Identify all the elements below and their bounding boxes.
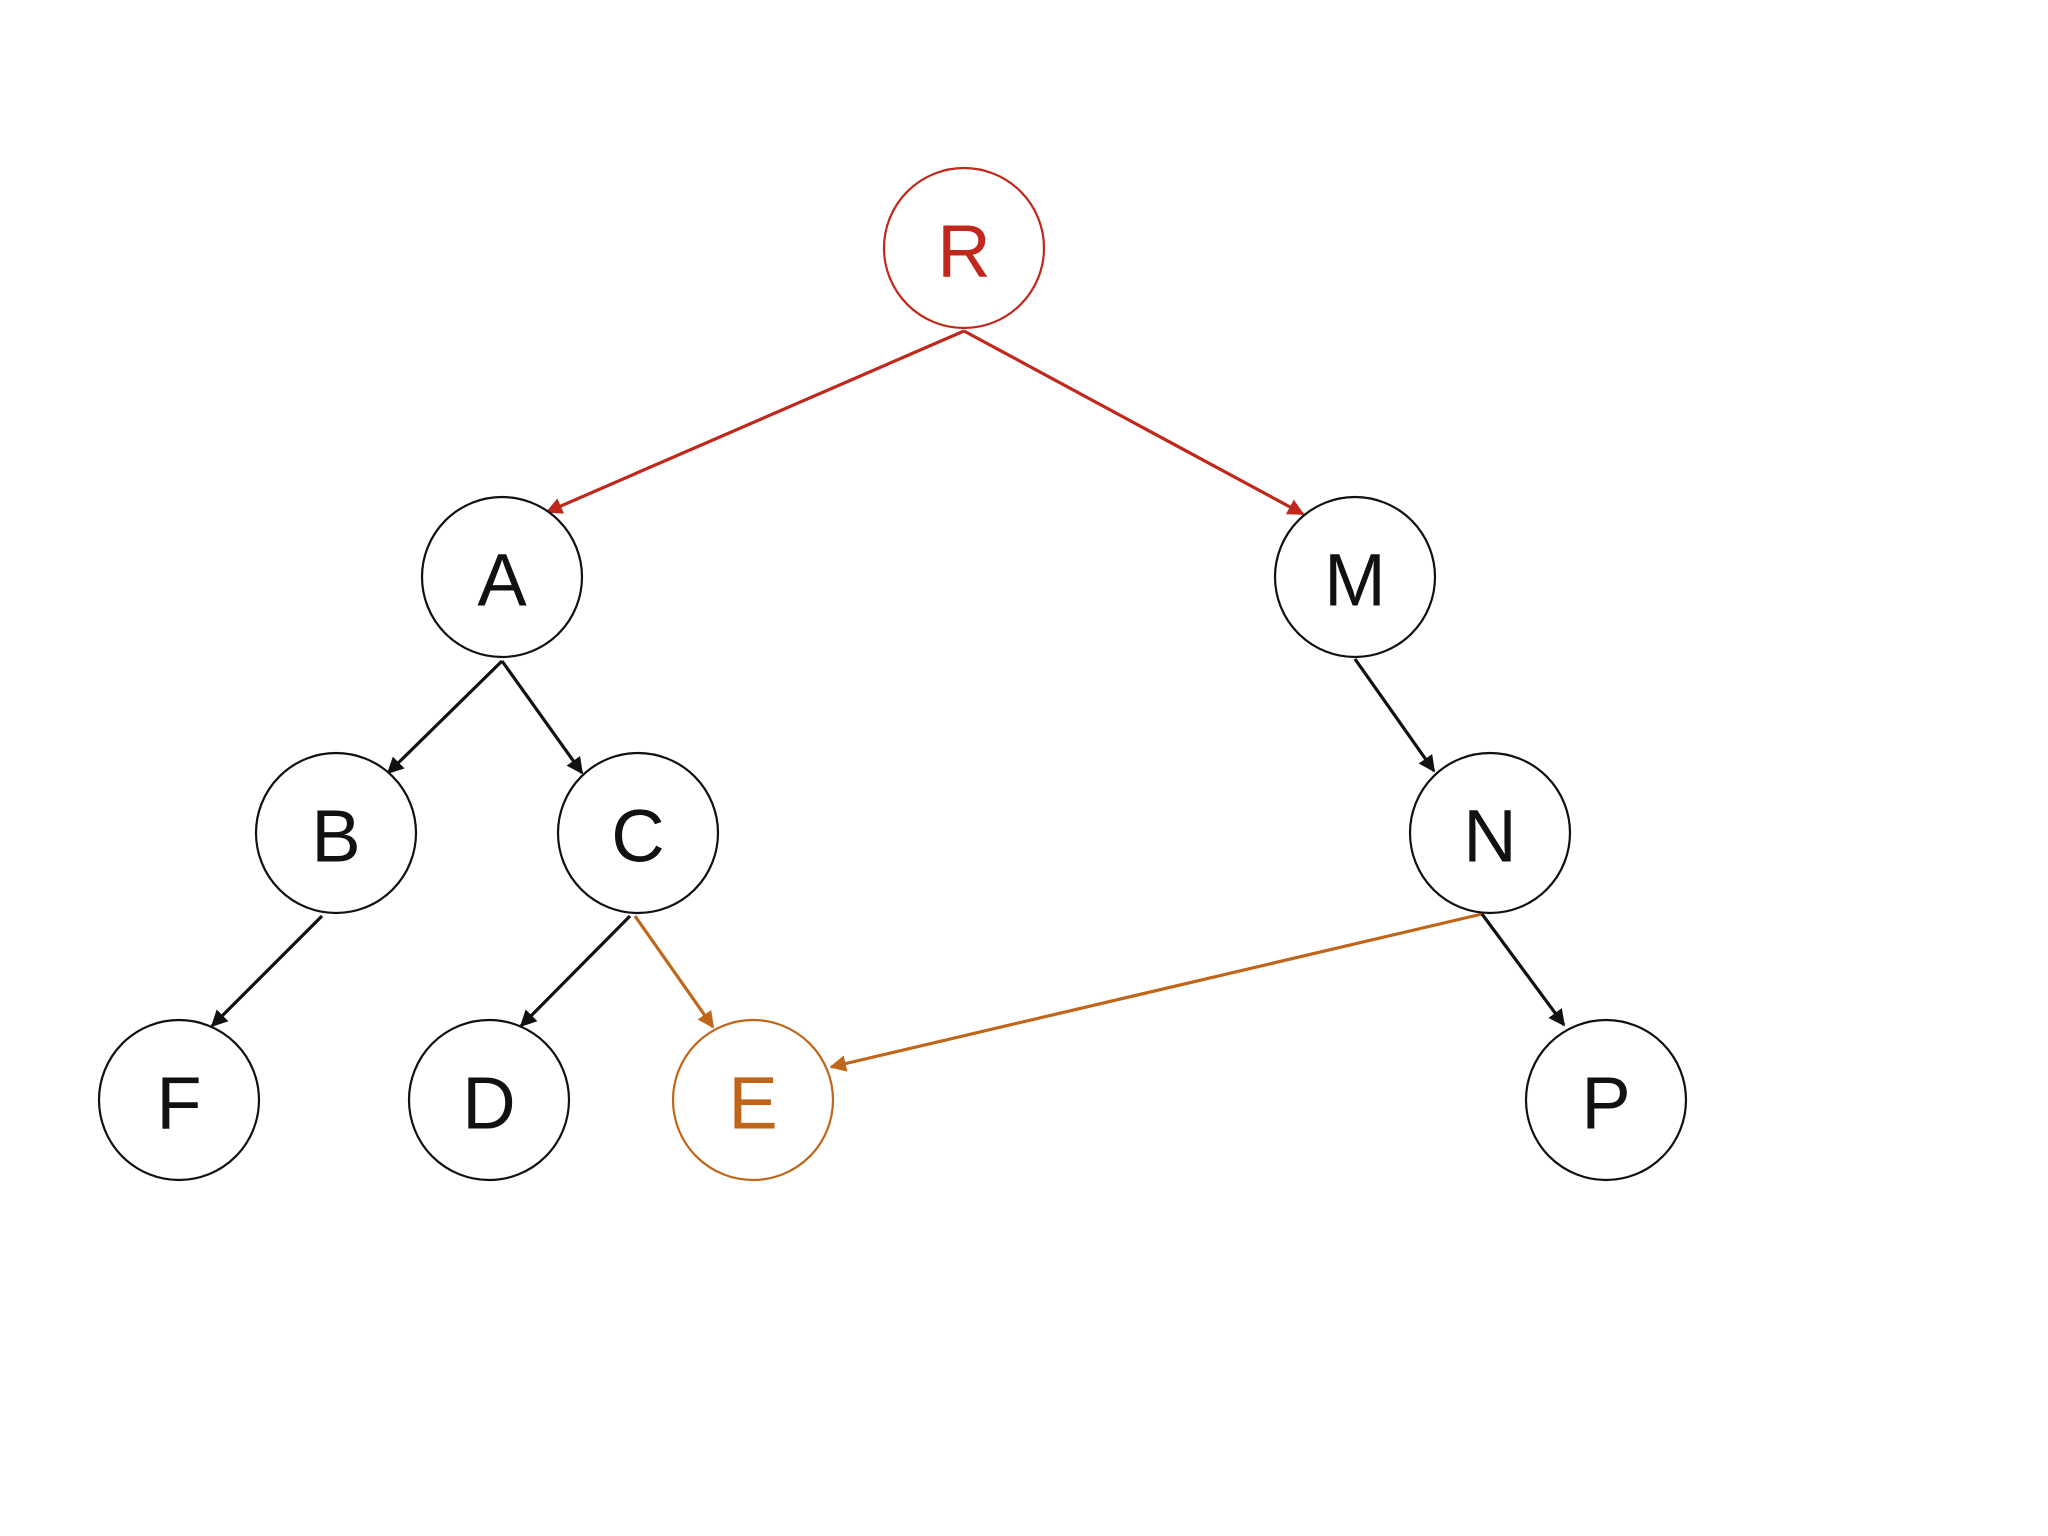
edge-a-to-b	[386, 659, 504, 775]
node-circle	[671, 1018, 835, 1182]
edge-a-to-c	[500, 660, 584, 775]
nodes-layer: R A M B C N F D E P	[97, 166, 1688, 1182]
node-circle	[420, 495, 584, 659]
node-label: D	[462, 1062, 515, 1145]
node-label: N	[1463, 795, 1516, 878]
node-p: P	[1524, 1018, 1688, 1182]
edge-c-to-d	[519, 914, 632, 1028]
node-n: N	[1408, 751, 1572, 915]
node-f: F	[97, 1018, 261, 1182]
node-c: C	[556, 751, 720, 915]
node-label: C	[611, 795, 664, 878]
edge-b-to-f	[210, 914, 324, 1028]
node-circle	[1524, 1018, 1688, 1182]
node-label: P	[1581, 1062, 1630, 1145]
node-m: M	[1273, 495, 1437, 659]
node-circle	[97, 1018, 261, 1182]
node-r: R	[882, 166, 1046, 330]
node-label: M	[1324, 539, 1386, 622]
node-circle	[1273, 495, 1437, 659]
node-label: B	[311, 795, 360, 878]
node-circle	[882, 166, 1046, 330]
node-a: A	[420, 495, 584, 659]
edge-r-to-a	[545, 329, 965, 514]
edges-layer	[210, 329, 1566, 1072]
node-label: R	[937, 210, 990, 293]
node-circle	[254, 751, 418, 915]
node-circle	[1408, 751, 1572, 915]
node-circle	[407, 1018, 571, 1182]
edge-c-to-e	[633, 915, 715, 1029]
node-d: D	[407, 1018, 571, 1182]
node-label: A	[477, 539, 527, 622]
node-label: F	[156, 1062, 201, 1145]
edge-n-to-p	[1480, 913, 1566, 1027]
edge-n-to-e	[829, 912, 1483, 1072]
node-label: E	[728, 1062, 777, 1145]
node-e: E	[671, 1018, 835, 1182]
node-b: B	[254, 751, 418, 915]
edge-m-to-n	[1353, 658, 1436, 773]
node-circle	[556, 751, 720, 915]
edge-r-to-m	[963, 329, 1305, 516]
